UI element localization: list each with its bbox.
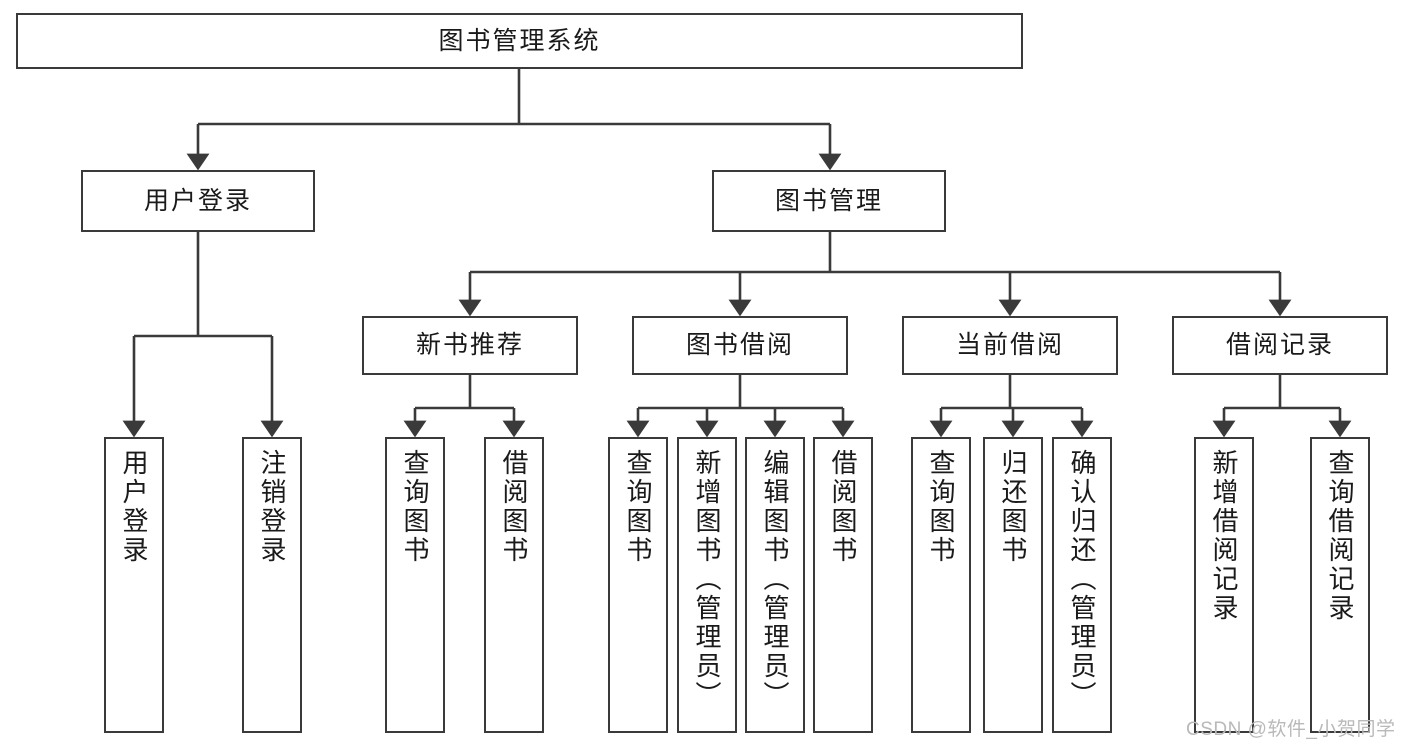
node-root[interactable]: 图书管理系统 xyxy=(16,13,1023,69)
node-leaf-query-book-1[interactable]: 查询图书 xyxy=(385,437,445,733)
node-leaf-label: 用户登录 xyxy=(119,449,149,565)
node-leaf-query-book-3[interactable]: 查询图书 xyxy=(911,437,971,733)
node-leaf-user-login[interactable]: 用户登录 xyxy=(104,437,164,733)
node-leaf-label: 查询图书 xyxy=(400,449,430,565)
node-leaf-borrow-book-2[interactable]: 借阅图书 xyxy=(813,437,873,733)
node-current-borrow-label: 当前借阅 xyxy=(955,331,1064,360)
node-book-management-label: 图书管理 xyxy=(774,186,883,215)
node-leaf-user-logout[interactable]: 注销登录 xyxy=(242,437,302,733)
node-user-login-label: 用户登录 xyxy=(143,186,252,215)
node-current-borrow[interactable]: 当前借阅 xyxy=(902,316,1118,375)
node-book-borrow-label: 图书借阅 xyxy=(685,331,794,360)
node-leaf-query-book-2[interactable]: 查询图书 xyxy=(608,437,668,733)
node-leaf-label: 查询图书 xyxy=(623,449,653,565)
node-borrow-record[interactable]: 借阅记录 xyxy=(1172,316,1388,375)
node-new-book-recommend-label: 新书推荐 xyxy=(415,331,524,360)
node-borrow-record-label: 借阅记录 xyxy=(1225,331,1334,360)
node-leaf-label: 新增借阅记录 xyxy=(1209,449,1239,623)
node-leaf-label: 查询图书 xyxy=(926,449,956,565)
node-leaf-confirm-return[interactable]: 确认归还（管理员） xyxy=(1052,437,1112,733)
node-leaf-label: 借阅图书 xyxy=(828,449,858,565)
node-root-label: 图书管理系统 xyxy=(438,26,601,55)
node-leaf-edit-book[interactable]: 编辑图书（管理员） xyxy=(745,437,805,733)
node-leaf-label: 归还图书 xyxy=(998,449,1028,565)
node-leaf-add-book[interactable]: 新增图书（管理员） xyxy=(677,437,737,733)
node-new-book-recommend[interactable]: 新书推荐 xyxy=(362,316,578,375)
node-leaf-label: 编辑图书（管理员） xyxy=(760,449,790,710)
node-leaf-label: 借阅图书 xyxy=(499,449,529,565)
node-leaf-label: 注销登录 xyxy=(257,449,287,565)
csdn-watermark: CSDN @软件_小贺同学 xyxy=(1186,719,1396,740)
node-leaf-return-book[interactable]: 归还图书 xyxy=(983,437,1043,733)
node-leaf-label: 确认归还（管理员） xyxy=(1067,449,1097,710)
node-book-management[interactable]: 图书管理 xyxy=(712,170,946,232)
node-leaf-query-borrow-record[interactable]: 查询借阅记录 xyxy=(1310,437,1370,733)
node-leaf-label: 新增图书（管理员） xyxy=(692,449,722,710)
node-book-borrow[interactable]: 图书借阅 xyxy=(632,316,848,375)
node-leaf-add-borrow-record[interactable]: 新增借阅记录 xyxy=(1194,437,1254,733)
node-user-login[interactable]: 用户登录 xyxy=(81,170,315,232)
node-leaf-borrow-book-1[interactable]: 借阅图书 xyxy=(484,437,544,733)
node-leaf-label: 查询借阅记录 xyxy=(1325,449,1355,623)
